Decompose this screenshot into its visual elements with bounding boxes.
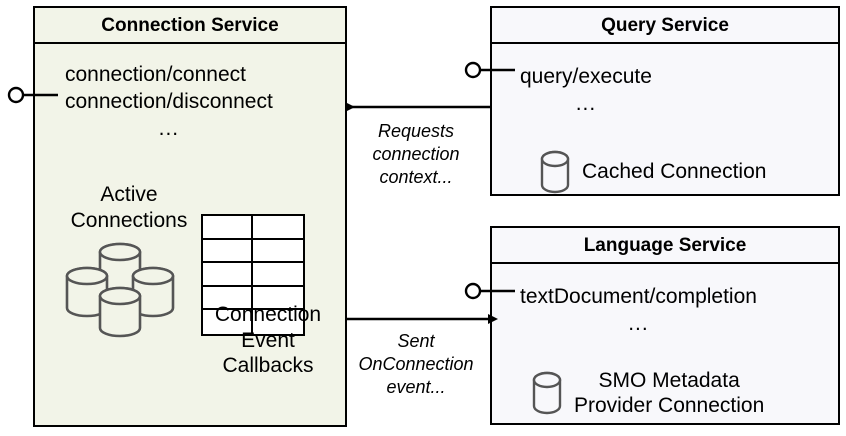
active-connections-label: Active Connections bbox=[53, 182, 205, 233]
sent-label-line-3: event... bbox=[386, 377, 446, 398]
active-connections-label-line-1: Active bbox=[100, 183, 158, 206]
grid-cell bbox=[253, 216, 303, 240]
api-endpoint-connection-disconnect: connection/disconnect bbox=[65, 89, 273, 113]
requests-label-line-1: Requests bbox=[377, 121, 455, 141]
api-endpoint-textdocument-completion: textDocument/completion bbox=[520, 285, 757, 308]
grid-cell bbox=[203, 216, 253, 240]
smo-label-line-1: SMO Metadata bbox=[598, 369, 740, 392]
connection-service-api-list: connection/connect connection/disconnect… bbox=[65, 62, 273, 143]
requests-label-line-2: connection bbox=[372, 144, 460, 165]
language-service-title: Language Service bbox=[492, 228, 838, 264]
grid-cell bbox=[203, 310, 253, 334]
smo-metadata-provider-label: SMO Metadata Provider Connection bbox=[574, 368, 764, 418]
query-service-api-list: query/execute ... bbox=[520, 64, 652, 118]
grid-cell bbox=[253, 240, 303, 264]
smo-metadata-provider-store: SMO Metadata Provider Connection bbox=[532, 368, 764, 418]
grid-cell bbox=[203, 239, 253, 264]
query-service-title: Query Service bbox=[492, 8, 838, 44]
sent-label-line-1: Sent bbox=[397, 331, 435, 351]
language-service-api-list: textDocument/completion ... bbox=[520, 284, 757, 338]
arrow-label-sent-onconnection-event: Sent OnConnection event... bbox=[352, 330, 480, 399]
grid-cell bbox=[253, 287, 303, 311]
language-service-body: textDocument/completion ... SMO Metadata… bbox=[492, 264, 838, 423]
connection-service-body: connection/connect connection/disconnect… bbox=[35, 44, 345, 425]
component-connection-service[interactable]: Connection Service connection/connect co… bbox=[33, 6, 347, 427]
table-grid-icon bbox=[201, 214, 305, 336]
callbacks-label-line-3: Callbacks bbox=[222, 354, 314, 378]
callbacks-label-line-1: Connection bbox=[214, 303, 322, 326]
callbacks-label-line-2: Event bbox=[241, 328, 295, 352]
component-query-service[interactable]: Query Service query/execute ... Cached C… bbox=[490, 6, 840, 196]
sent-label-line-2: OnConnection bbox=[358, 354, 474, 375]
grid-cell bbox=[203, 263, 253, 287]
api-endpoint-connection-connect: connection/connect bbox=[65, 63, 246, 86]
cached-connection-label: Cached Connection bbox=[582, 160, 767, 184]
component-language-service[interactable]: Language Service textDocument/completion… bbox=[490, 226, 840, 425]
api-ellipsis: ... bbox=[575, 91, 597, 115]
query-service-body: query/execute ... Cached Connection bbox=[492, 44, 838, 194]
connection-service-title: Connection Service bbox=[35, 8, 345, 44]
grid-cell bbox=[203, 286, 253, 311]
database-cylinder-icon bbox=[532, 371, 562, 415]
api-ellipsis: ... bbox=[628, 311, 649, 335]
database-cylinder-icon bbox=[540, 150, 570, 194]
requests-label-line-3: context... bbox=[379, 167, 453, 188]
grid-cell bbox=[253, 263, 303, 287]
smo-label-line-2: Provider Connection bbox=[574, 394, 765, 418]
active-connections-label-line-2: Connections bbox=[70, 208, 188, 232]
api-ellipsis: ... bbox=[158, 116, 180, 140]
api-endpoint-query-execute: query/execute bbox=[520, 65, 652, 88]
database-cluster-icon bbox=[65, 242, 175, 338]
cached-connection-store: Cached Connection bbox=[540, 150, 766, 194]
connection-event-callbacks-label: Connection Event Callbacks bbox=[187, 302, 349, 379]
arrow-label-requests-connection-context: Requests connection context... bbox=[352, 120, 480, 189]
